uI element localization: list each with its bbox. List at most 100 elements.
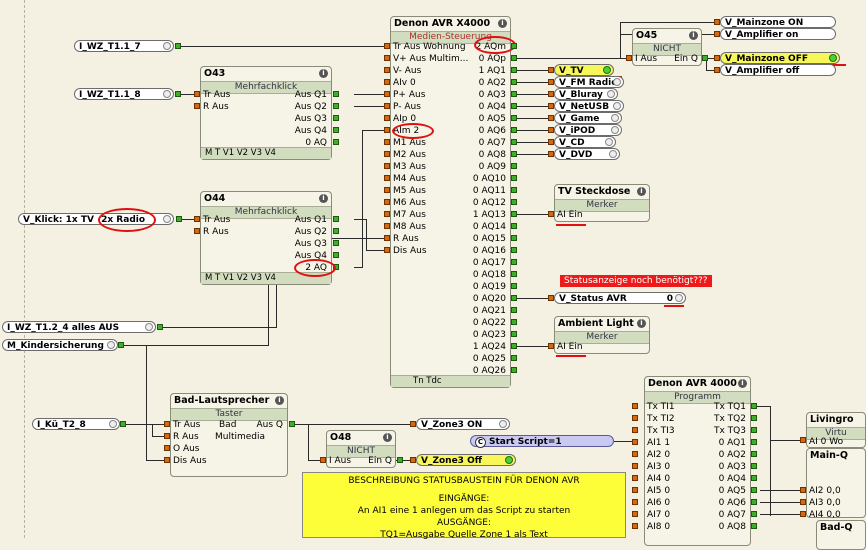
input-pin[interactable] xyxy=(164,433,170,439)
input-pin[interactable] xyxy=(384,211,390,217)
output-pin[interactable] xyxy=(511,91,517,97)
input-pin[interactable] xyxy=(384,187,390,193)
output-pin[interactable] xyxy=(511,259,517,265)
input-tag-kindersicherung[interactable]: M_Kindersicherung xyxy=(2,339,118,351)
output-pin[interactable] xyxy=(511,367,517,373)
input-pin[interactable] xyxy=(384,43,390,49)
input-pin[interactable] xyxy=(632,487,638,493)
output-pin[interactable] xyxy=(751,463,757,469)
info-icon[interactable]: i xyxy=(689,31,698,40)
connector-pin[interactable] xyxy=(157,324,163,330)
block-o48[interactable]: O48 i NICHT I Aus Ein Q xyxy=(326,430,396,468)
output-pin[interactable] xyxy=(511,319,517,325)
input-pin[interactable] xyxy=(632,511,638,517)
output-tag-dvd[interactable]: V_DVD xyxy=(554,148,620,160)
input-pin[interactable] xyxy=(714,67,720,73)
output-pin[interactable] xyxy=(511,115,517,121)
input-pin[interactable] xyxy=(194,91,200,97)
input-pin[interactable] xyxy=(384,223,390,229)
input-pin[interactable] xyxy=(384,91,390,97)
input-pin[interactable] xyxy=(384,151,390,157)
output-pin[interactable] xyxy=(511,271,517,277)
input-pin[interactable] xyxy=(410,421,416,427)
output-pin[interactable] xyxy=(511,43,517,49)
output-pin[interactable] xyxy=(751,415,757,421)
input-pin[interactable] xyxy=(548,67,554,73)
output-pin[interactable] xyxy=(333,240,339,246)
info-icon[interactable]: i xyxy=(319,69,328,78)
input-tag-kue-t2-8[interactable]: I_Kü_T2_8 xyxy=(32,418,120,430)
output-pin[interactable] xyxy=(333,216,339,222)
input-pin[interactable] xyxy=(800,487,806,493)
input-pin[interactable] xyxy=(320,457,326,463)
input-pin[interactable] xyxy=(548,79,554,85)
output-pin[interactable] xyxy=(333,127,339,133)
output-tag-amplifier-on[interactable]: V_Amplifier on xyxy=(720,28,836,40)
output-tag-zone3-on[interactable]: V_Zone3 ON xyxy=(416,418,510,430)
output-pin[interactable] xyxy=(511,139,517,145)
input-pin[interactable] xyxy=(632,475,638,481)
info-icon[interactable]: i xyxy=(738,379,747,388)
input-pin[interactable] xyxy=(548,139,554,145)
input-pin[interactable] xyxy=(384,79,390,85)
input-pin[interactable] xyxy=(632,427,638,433)
block-o45[interactable]: O45 i NICHT I Aus Ein Q xyxy=(632,28,702,66)
block-bad-q[interactable]: Bad-Q xyxy=(816,520,866,550)
output-tag-bluray[interactable]: V_Bluray xyxy=(554,88,618,100)
input-tag-wz-t1-2-4[interactable]: I_WZ_T1.2_4 alles AUS xyxy=(2,321,156,333)
output-tag-tv[interactable]: V_TV xyxy=(554,64,614,76)
output-pin[interactable] xyxy=(333,228,339,234)
block-main-zone[interactable]: Main-Q AI2 0,0 AI3 0,0 AI4 0,0 xyxy=(806,448,866,520)
input-pin[interactable] xyxy=(548,295,554,301)
output-pin[interactable] xyxy=(333,139,339,145)
input-pin[interactable] xyxy=(194,103,200,109)
output-pin[interactable] xyxy=(751,439,757,445)
output-pin[interactable] xyxy=(511,283,517,289)
input-tag-wz-t1-1-8[interactable]: I_WZ_T1.1_8 xyxy=(74,88,174,100)
input-pin[interactable] xyxy=(714,19,720,25)
output-tag-mainzone-on[interactable]: V_Mainzone ON xyxy=(720,16,836,28)
input-pin[interactable] xyxy=(548,211,554,217)
output-pin[interactable] xyxy=(751,403,757,409)
output-pin[interactable] xyxy=(333,252,339,258)
output-pin[interactable] xyxy=(333,115,339,121)
output-tag-mainzone-off[interactable]: V_Mainzone OFF xyxy=(720,52,840,64)
output-pin[interactable] xyxy=(511,331,517,337)
input-tag-wz-t1-1-7[interactable]: I_WZ_T1.1_7 xyxy=(74,40,174,52)
output-pin[interactable] xyxy=(511,307,517,313)
input-pin[interactable] xyxy=(632,415,638,421)
input-pin[interactable] xyxy=(548,115,554,121)
output-pin[interactable] xyxy=(333,91,339,97)
block-livingroom[interactable]: Livingro Virtu AI 0 Wo xyxy=(806,412,866,448)
input-pin[interactable] xyxy=(384,127,390,133)
input-pin[interactable] xyxy=(164,457,170,463)
input-pin[interactable] xyxy=(410,457,416,463)
input-pin[interactable] xyxy=(548,343,554,349)
output-pin[interactable] xyxy=(511,355,517,361)
output-pin[interactable] xyxy=(751,427,757,433)
output-pin[interactable] xyxy=(511,295,517,301)
output-pin[interactable] xyxy=(751,475,757,481)
output-pin[interactable] xyxy=(511,199,517,205)
input-pin[interactable] xyxy=(714,31,720,37)
input-pin[interactable] xyxy=(714,55,720,61)
output-pin[interactable] xyxy=(511,223,517,229)
output-pin[interactable] xyxy=(511,343,517,349)
output-pin[interactable] xyxy=(751,511,757,517)
input-pin[interactable] xyxy=(194,228,200,234)
input-pin[interactable] xyxy=(800,499,806,505)
info-icon[interactable]: i xyxy=(637,319,646,328)
input-pin[interactable] xyxy=(632,499,638,505)
input-pin[interactable] xyxy=(548,103,554,109)
connector-pin[interactable] xyxy=(175,43,181,49)
block-tv-steckdose[interactable]: TV Steckdose i Merker AI Ein xyxy=(554,184,650,222)
input-pin[interactable] xyxy=(632,523,638,529)
output-tag-game[interactable]: V_Game xyxy=(554,112,622,124)
output-pin[interactable] xyxy=(511,127,517,133)
input-pin[interactable] xyxy=(384,199,390,205)
output-tag-zone3-off[interactable]: V_Zone3 Off xyxy=(416,454,516,466)
output-pin[interactable] xyxy=(511,235,517,241)
